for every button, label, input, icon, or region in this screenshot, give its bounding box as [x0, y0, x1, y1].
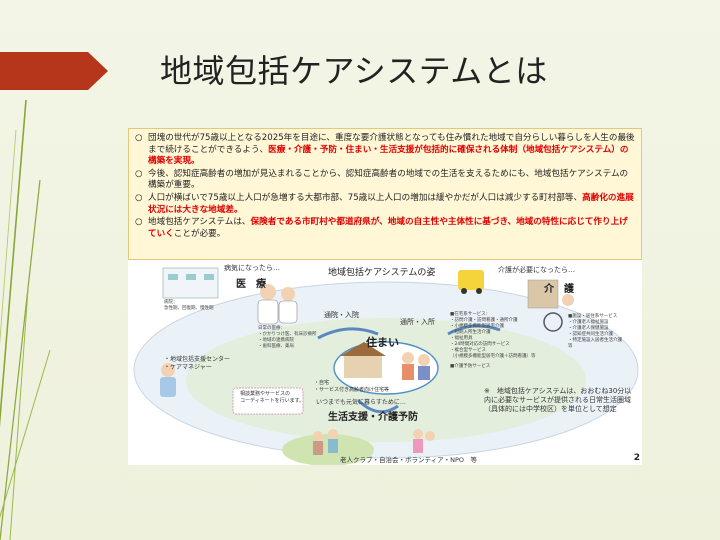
- clinic-text: 日常の医療： ・かかりつけ医、有床診療所 ・地域の連携病院 ・歯科医療、薬局: [258, 326, 317, 349]
- care-services-text: ■在宅系サービス： ・訪問介護・訪問看護・通所介護 ・小規模多機能型居宅介護 ・…: [450, 312, 536, 359]
- medical-label: 医 療: [236, 279, 266, 290]
- arrow-tab-icon: [0, 52, 108, 90]
- decorative-lines-icon: [0, 99, 51, 540]
- sick-label: 病気になったら…: [224, 264, 280, 272]
- housing-text: ・自宅 ・サービス付き高齢者向け住宅等: [314, 380, 390, 393]
- bullet-4: ○ 地域包括ケアシステムは、保険者である市町村や都道府県が、地域の自主性や主体性…: [135, 217, 635, 240]
- living-support-label: 生活支援・介護予防: [328, 412, 418, 423]
- diagram-title: 地域包括ケアシステムの姿: [328, 268, 436, 278]
- summary-box: ○ 団塊の世代が75歳以上となる2025年を目途に、重度な要介護状態となっても住…: [128, 128, 642, 260]
- page-number: 2: [633, 453, 640, 463]
- bullet-1-highlight: 医療・介護・予防・住まい・生活支援が包括的に確保される体制（地域包括ケアシステム…: [148, 144, 629, 167]
- home-label: 住まい: [366, 336, 399, 349]
- consult-text: 相談業務やサービスの コーディネートを行います。: [240, 391, 305, 404]
- care-label: 介 護: [544, 284, 574, 295]
- commute-hospital-label: 通院・入院: [324, 311, 359, 319]
- preventive-text: ■介護予防サービス: [450, 364, 491, 369]
- groups-text: 老人クラブ・自治会・ボランティア・NPO 等: [340, 456, 478, 464]
- bullet-4-highlight: 保険者である市町村や都道府県が、地域の自主性や主体性に基づき、地域の特性に応じて…: [148, 217, 628, 239]
- bullet-marker: ○: [135, 168, 143, 179]
- bullet-2: ○ 今後、認知症高齢者の増加が見込まれることから、認知症高齢者の地域での生活を支…: [135, 169, 635, 192]
- bullet-marker: ○: [135, 133, 143, 143]
- bullet-1: ○ 団塊の世代が75歳以上となる2025年を目途に、重度な要介護状態となっても住…: [135, 133, 635, 168]
- bullet-4-text: 地域包括ケアシステムは、: [148, 217, 251, 228]
- hospital-text: 病院： 急性期、回復期、慢性期: [164, 300, 214, 311]
- forever-text: いつまでも元気に暮らすために…: [316, 399, 406, 406]
- bullet-3-highlight: 高齢化の進展状況には大きな地域差。: [148, 192, 634, 215]
- page-title: 地域包括ケアシステムとは: [160, 52, 548, 90]
- note-text: ※ 地域包括ケアシステムは、おおむね30分以内に必要なサービスが提供される日常生…: [484, 387, 632, 413]
- care-needed-label: 介護が必要になったら…: [498, 266, 575, 274]
- bullet-2-text: 今後、認知症高齢者の増加が見込まれることから、認知症高齢者の地域での生活を支える…: [148, 168, 629, 191]
- bullet-3-text: 人口が横ばいで75歳以上人口が急増する大都市部、75歳以上人口の増加は緩やかだが…: [148, 192, 583, 203]
- bullet-4-tail: ことが必要。: [173, 228, 226, 239]
- bullet-3: ○ 人口が横ばいで75歳以上人口が急増する大都市部、75歳以上人口の増加は緩やか…: [135, 193, 635, 216]
- bullet-marker: ○: [135, 192, 143, 203]
- figure: ○ 団塊の世代が75歳以上となる2025年を目途に、重度な要介護状態となっても住…: [128, 128, 642, 465]
- bullet-1-text: 団塊の世代が75歳以上となる2025年を目途に、重度な要介護状態となっても住み慣…: [148, 133, 635, 155]
- facility-services-text: ■施設・居住系サービス ・介護老人福祉施設 ・介護老人保健施設 ・認知症共同生活…: [568, 314, 622, 349]
- bullet-marker: ○: [135, 217, 143, 228]
- diagram-illustration-icon: [133, 267, 639, 465]
- support-center-text: ・地域包括支援センター ・ケアマネジャー: [164, 356, 231, 371]
- commute-facility-label: 通所・入所: [400, 318, 435, 326]
- care-system-diagram: 地域包括ケアシステムの姿 病気になったら… 医 療 介護が必要になったら… 介 …: [128, 260, 642, 465]
